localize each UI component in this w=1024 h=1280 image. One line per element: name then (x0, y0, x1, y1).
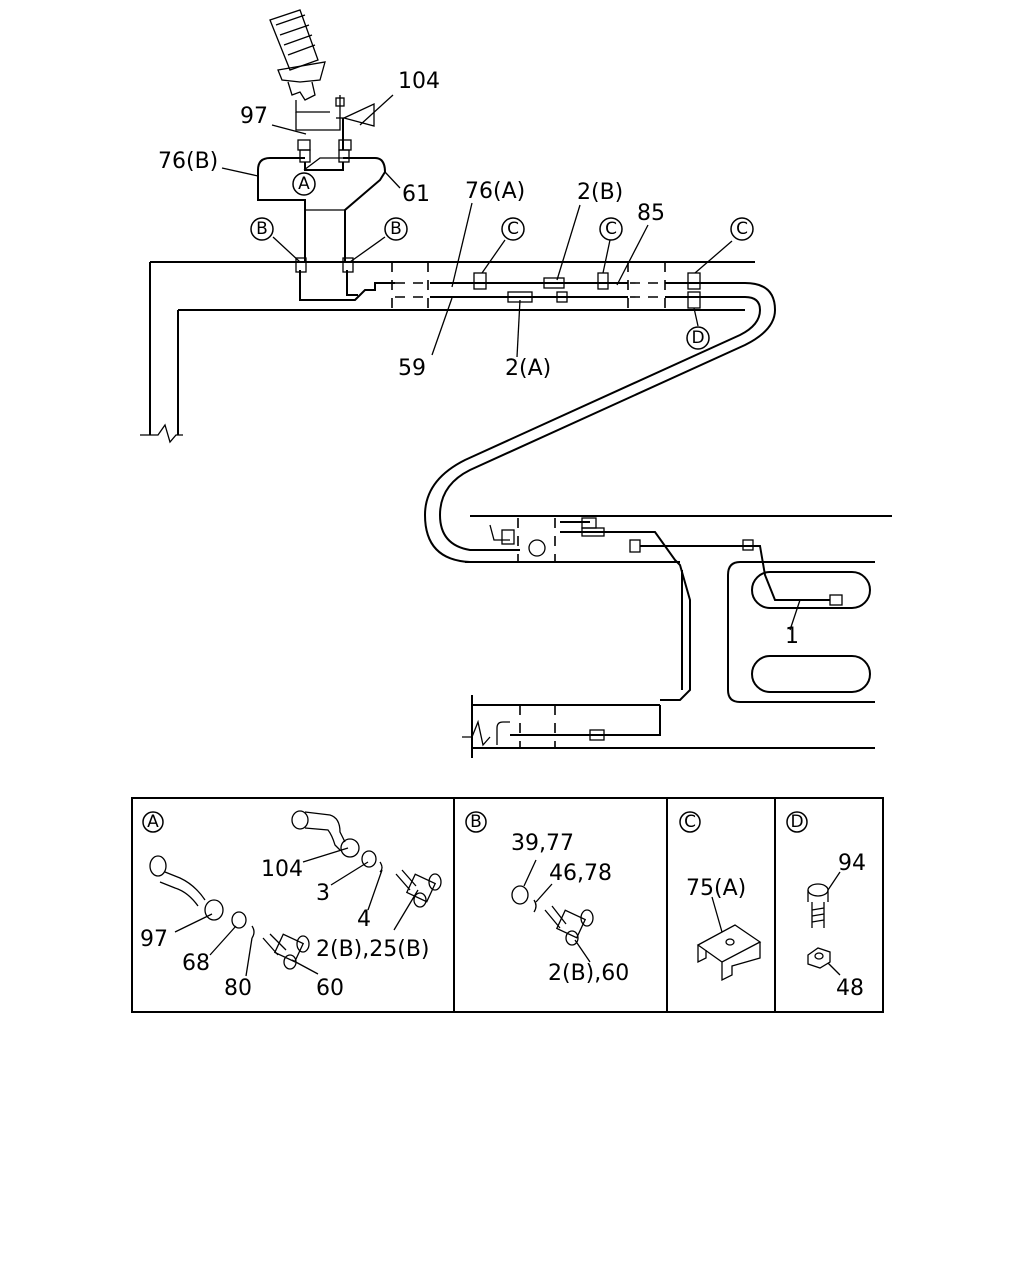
panel-a-label-60: 60 (316, 976, 344, 1001)
callout-104: 104 (398, 69, 440, 94)
callout-76a: 76(A) (465, 179, 525, 204)
ref-d: D (686, 326, 710, 350)
callout-85: 85 (637, 201, 665, 226)
panel-a-label-104: 104 (261, 857, 303, 882)
panel-b-label-2b-60: 2(B),60 (548, 961, 629, 986)
pedal-connectors (297, 139, 352, 171)
detail-panel (131, 797, 884, 1013)
panel-c-label-75a: 75(A) (686, 876, 746, 901)
panel-a-label-2b-25b: 2(B),25(B) (316, 937, 430, 962)
svg-text:C: C (507, 219, 519, 239)
valve-104 (336, 102, 375, 150)
ref-c-1: C (501, 217, 525, 241)
frame-bottom (462, 695, 875, 758)
svg-text:B: B (256, 219, 268, 239)
hose-loop (257, 157, 387, 262)
frame-lower (465, 515, 892, 701)
svg-text:C: C (736, 219, 748, 239)
callout-61: 61 (402, 182, 430, 207)
panel-d-label-94: 94 (838, 851, 866, 876)
panel-a-letter: A (147, 812, 159, 832)
ref-c-2: C (599, 217, 623, 241)
brake-lines-upper (295, 257, 777, 563)
panel-c: C 75(A) (679, 811, 762, 982)
panel-b-letter: B (470, 812, 482, 832)
panel-b-label-46-78: 46,78 (549, 861, 612, 886)
panel-b-label-39-77: 39,77 (511, 831, 574, 856)
tanks (727, 561, 875, 703)
panel-a-label-80: 80 (224, 976, 252, 1001)
svg-text:A: A (298, 174, 310, 194)
ref-c-3: C (730, 217, 754, 241)
svg-text:D: D (691, 328, 704, 348)
ref-b-left: B (250, 217, 274, 241)
callout-97: 97 (240, 104, 268, 129)
panel-d: D 94 48 (786, 811, 866, 1001)
panel-a-label-4: 4 (357, 907, 371, 932)
ref-b-right: B (384, 217, 408, 241)
frame-upper (140, 261, 755, 444)
callout-59: 59 (398, 356, 426, 381)
ref-a-top: A (292, 172, 316, 196)
svg-text:C: C (605, 219, 617, 239)
pedal-assembly (269, 9, 345, 131)
panel-d-letter: D (790, 812, 803, 832)
callout-1: 1 (785, 624, 799, 649)
panel-c-letter: C (684, 812, 696, 832)
callout-76b: 76(B) (158, 149, 218, 174)
panel-a-label-3: 3 (316, 881, 330, 906)
callout-2a: 2(A) (505, 356, 551, 381)
svg-text:B: B (390, 219, 402, 239)
leaders (221, 94, 801, 631)
panel-d-label-48: 48 (836, 976, 864, 1001)
panel-a-label-97: 97 (140, 927, 168, 952)
callout-2b: 2(B) (577, 180, 623, 205)
panel-b: B 39,77 46,78 2(B),60 (465, 811, 629, 986)
panel-a-label-68: 68 (182, 951, 210, 976)
panel-a: A 104 3 4 2(B),25(B) 97 (140, 810, 442, 1001)
